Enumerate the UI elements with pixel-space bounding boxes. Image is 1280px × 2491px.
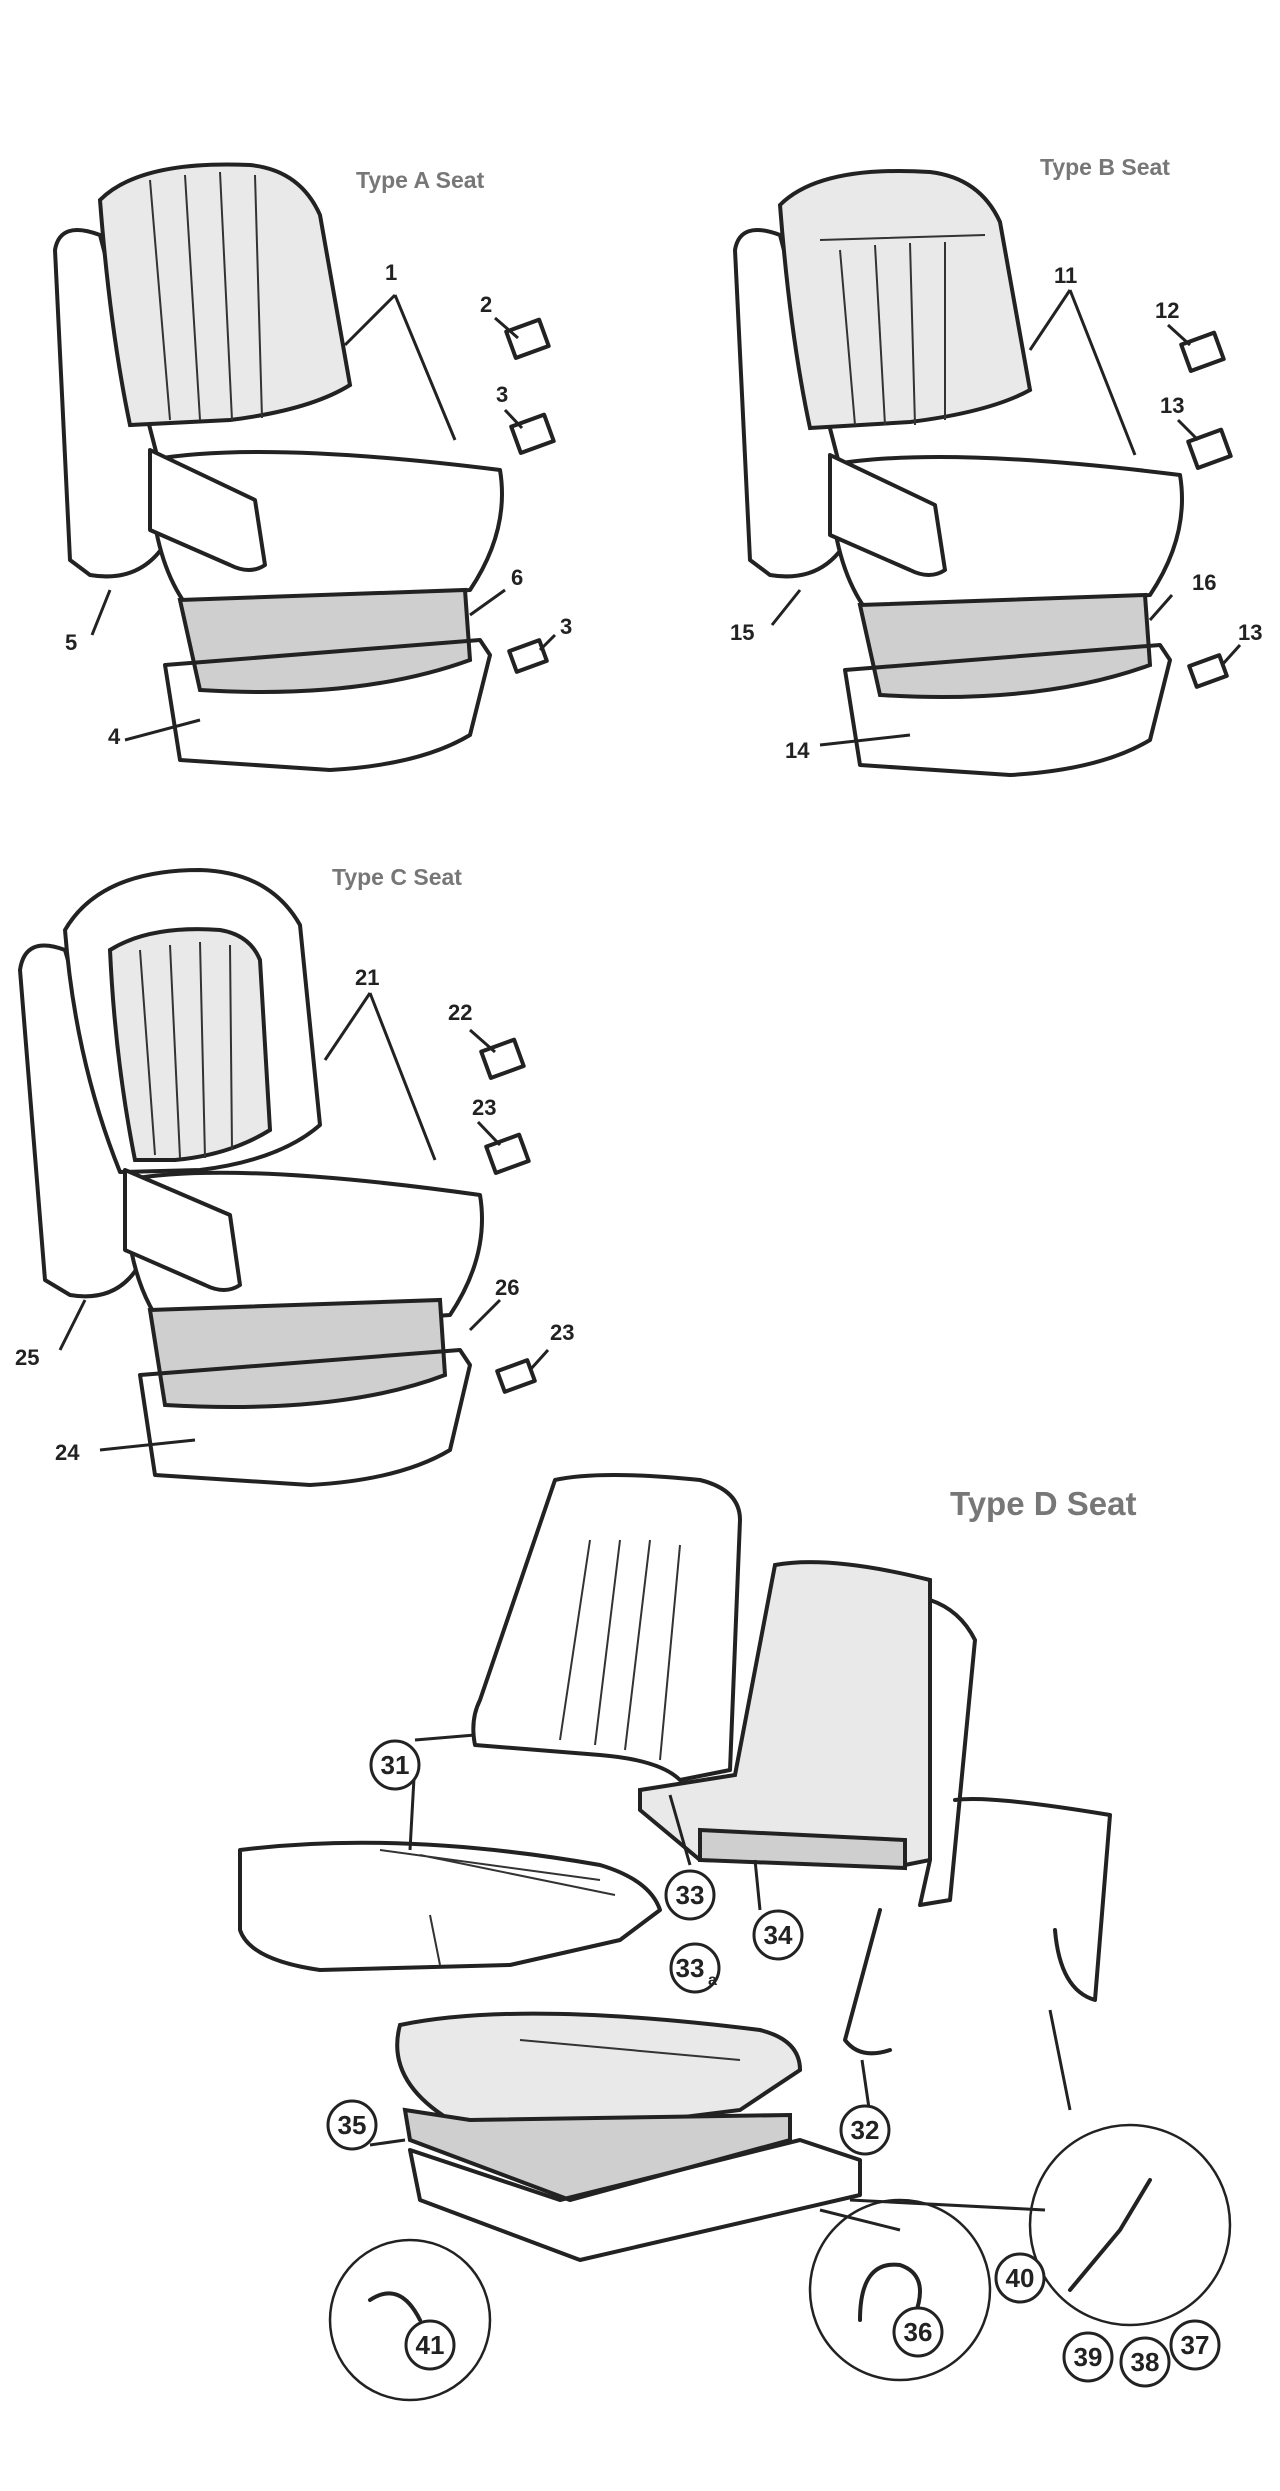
type-d-detail-36 — [808, 2198, 992, 2382]
type-a-seat: Type A Seat 1 2 3 3 4 5 6 — [53, 162, 572, 772]
type-b-base-frame — [843, 643, 1172, 777]
type-d-seat-frame — [408, 2138, 862, 2262]
type-c-base-frame — [138, 1348, 472, 1487]
callout-34: 34 — [752, 1909, 804, 1961]
callout-39: 39 — [1062, 2331, 1114, 2383]
callout-37: 37 — [1169, 2319, 1221, 2371]
type-a-seat-drawing — [53, 162, 504, 772]
svg-text:40: 40 — [1006, 2263, 1035, 2293]
callout-40: 40 — [994, 2252, 1046, 2304]
type-c-title: Type C Seat — [332, 864, 462, 890]
type-d-detail-41 — [328, 2238, 492, 2402]
type-b-hinge-cover — [828, 453, 947, 577]
type-d-backrest-cover — [471, 1473, 742, 1782]
svg-text:32: 32 — [851, 2115, 880, 2145]
callout-38: 38 — [1119, 2336, 1171, 2388]
callout-33: 33 — [664, 1869, 716, 1921]
callout-11: 11 — [1054, 263, 1077, 288]
callout-32: 32 — [839, 2104, 891, 2156]
type-d-title: Type D Seat — [950, 1485, 1136, 1522]
type-c-clip-23 — [484, 1132, 531, 1175]
type-d-detail-hinge — [1028, 2123, 1232, 2327]
type-d-cushion-foam — [395, 2011, 803, 2133]
svg-text:35: 35 — [338, 2110, 367, 2140]
type-d-seat-drawing — [238, 1473, 1112, 2262]
callout-4: 4 — [108, 724, 121, 749]
svg-text:39: 39 — [1074, 2342, 1103, 2372]
callout-6: 6 — [511, 565, 523, 590]
type-b-clip-13b — [1187, 653, 1229, 689]
svg-text:38: 38 — [1131, 2347, 1160, 2377]
type-c-hinge-cover — [123, 1168, 242, 1292]
type-c-foam — [147, 1297, 448, 1409]
callout-26: 26 — [495, 1275, 519, 1300]
type-a-clip-3b — [507, 638, 549, 674]
type-a-title: Type A Seat — [356, 167, 485, 193]
svg-text:31: 31 — [381, 1750, 410, 1780]
callout-3: 3 — [496, 382, 508, 407]
callout-5: 5 — [65, 630, 77, 655]
type-d-frame-32 — [953, 1797, 1112, 2002]
callout-13: 13 — [1160, 393, 1184, 418]
callout-41: 41 — [404, 2319, 456, 2371]
callout-33a: 33 a — [669, 1942, 721, 1994]
type-b-foam — [857, 592, 1153, 699]
svg-text:34: 34 — [764, 1920, 793, 1950]
type-b-seat: Type B Seat 11 12 13 13 14 15 16 — [730, 154, 1262, 777]
type-c-clip-23b — [495, 1358, 537, 1394]
callout-3-second: 3 — [560, 614, 572, 639]
type-c-seat-drawing — [18, 868, 484, 1487]
type-a-clip-2 — [504, 317, 551, 360]
type-c-backrest-panel — [107, 927, 273, 1162]
svg-text:36: 36 — [904, 2317, 933, 2347]
type-c-seat: Type C Seat 21 22 23 23 24 25 26 — [15, 864, 574, 1487]
type-b-clip-13 — [1186, 427, 1233, 470]
callout-1: 1 — [385, 260, 397, 285]
callout-25: 25 — [15, 1345, 39, 1370]
type-b-seat-drawing — [733, 168, 1184, 777]
type-d-backrest-side — [918, 1598, 977, 1907]
callout-15: 15 — [730, 620, 754, 645]
callout-14: 14 — [785, 738, 810, 763]
type-d-seat: Type D Seat — [238, 1473, 1232, 2402]
callout-16: 16 — [1192, 570, 1216, 595]
callout-21: 21 — [355, 965, 379, 990]
type-d-spring-base — [402, 2107, 792, 2203]
callout-23: 23 — [472, 1095, 496, 1120]
type-a-foam — [177, 587, 473, 694]
svg-text:33: 33 — [676, 1880, 705, 1910]
svg-text:37: 37 — [1181, 2330, 1210, 2360]
callout-12: 12 — [1155, 298, 1179, 323]
callout-23-second: 23 — [550, 1320, 574, 1345]
type-b-title: Type B Seat — [1040, 154, 1170, 180]
callout-35: 35 — [326, 2099, 378, 2151]
callout-31: 31 — [369, 1739, 421, 1791]
svg-text:41: 41 — [416, 2330, 445, 2360]
type-a-hinge-cover — [148, 448, 267, 572]
type-b-clip-12 — [1179, 330, 1226, 373]
callout-2: 2 — [480, 292, 492, 317]
type-d-backrest-foam-edge — [698, 1827, 907, 1871]
type-d-backrest-foam — [638, 1560, 932, 1868]
type-a-base-frame — [163, 638, 492, 772]
callout-13-second: 13 — [1238, 620, 1262, 645]
svg-text:a: a — [708, 1972, 717, 1989]
callout-36: 36 — [892, 2306, 944, 2358]
type-a-clip-3 — [509, 412, 556, 455]
type-b-backrest — [777, 168, 1033, 431]
svg-text:33: 33 — [676, 1953, 705, 1983]
callout-24: 24 — [55, 1440, 80, 1465]
callout-22: 22 — [448, 1000, 472, 1025]
